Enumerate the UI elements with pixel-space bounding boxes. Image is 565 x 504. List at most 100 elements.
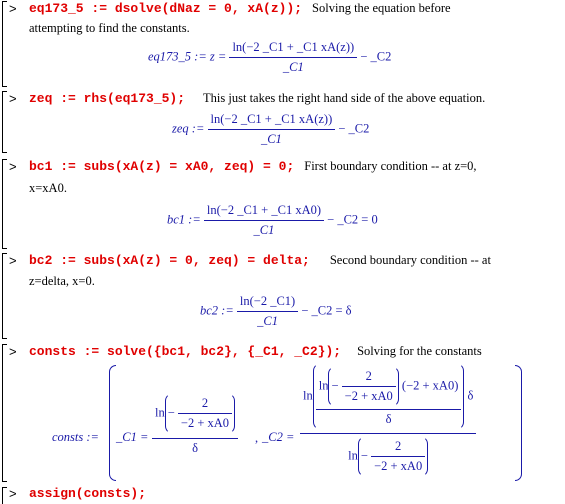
inner-numerator: ln− 2−2 + xA0 (−2 + xA0) bbox=[315, 366, 462, 410]
execution-group-bracket[interactable] bbox=[2, 253, 7, 339]
input-line[interactable]: consts := solve({bc1, bc2}, {_C1, _C2});… bbox=[29, 344, 482, 359]
output-tail: − _C2 = 0 bbox=[327, 212, 378, 227]
numerator: ln(−2 _C1 + _C1 xA(z)) bbox=[229, 40, 358, 58]
output-lhs: bc1 := bbox=[167, 212, 201, 227]
inner-numerator: 2 bbox=[371, 439, 426, 457]
comment-text: Solving for the constants bbox=[357, 344, 482, 358]
denominator: _C1 bbox=[260, 132, 282, 146]
comment-continuation: x=xA0. bbox=[29, 181, 67, 195]
fraction: ln(−2 _C1 + _C1 xA(z)) _C1 bbox=[207, 112, 336, 147]
comment-text: This just takes the right hand side of t… bbox=[203, 91, 486, 105]
c2-fraction: ln ln− 2−2 + xA0 (−2 + xA0) δ δ ln− bbox=[300, 363, 477, 477]
command-text[interactable]: eq173_5 := dsolve(dNaz = 0, xA(z)); bbox=[29, 1, 303, 16]
worksheet-block-6: > assign(consts); bbox=[0, 486, 565, 504]
execution-group-bracket[interactable] bbox=[2, 1, 7, 87]
c1-label: _C1 = bbox=[116, 430, 149, 444]
input-line[interactable]: bc1 := subs(xA(z) = xA0, zeq) = 0; First … bbox=[29, 159, 477, 174]
worksheet-block-2: > zeq := rhs(eq173_5); This just takes th… bbox=[0, 90, 565, 155]
worksheet-block-1: > eq173_5 := dsolve(dNaz = 0, xA(z)); Sol… bbox=[0, 0, 565, 88]
numerator: ln(−2 _C1 + _C1 xA0) bbox=[203, 203, 325, 221]
close-brace bbox=[515, 365, 522, 481]
worksheet-block-5: > consts := solve({bc1, bc2}, {_C1, _C2}… bbox=[0, 343, 565, 483]
command-text[interactable]: assign(consts); bbox=[29, 486, 147, 501]
output-lhs: zeq := bbox=[172, 121, 205, 136]
denominator: _C1 bbox=[257, 314, 278, 328]
comment-text: Second boundary condition -- at bbox=[329, 253, 491, 267]
output-math: eq173_5 := z = ln(−2 _C1 + _C1 xA(z)) _C1… bbox=[148, 40, 391, 75]
fraction: ln ln− 2−2 + xA0 (−2 + xA0) δ δ ln− bbox=[300, 363, 477, 477]
execution-group-bracket[interactable] bbox=[2, 344, 7, 482]
prompt: > bbox=[9, 486, 17, 501]
numerator: ln(−2 _C1) bbox=[236, 294, 299, 312]
prompt: > bbox=[9, 344, 17, 359]
ln-function: ln bbox=[303, 388, 313, 403]
inner-denominator: −2 + xA0 bbox=[344, 389, 393, 403]
ln-function: ln bbox=[318, 378, 329, 393]
denominator: ln− 2 −2 + xA0 bbox=[300, 434, 476, 477]
parenthesis: ln− 2−2 + xA0 (−2 + xA0) δ bbox=[312, 363, 465, 430]
delta: δ bbox=[467, 388, 474, 403]
numerator: ln(−2 _C1 + _C1 xA(z)) bbox=[207, 112, 336, 130]
worksheet-block-3: > bc1 := subs(xA(z) = xA0, zeq) = 0; Firs… bbox=[0, 158, 565, 250]
output-math: bc1 := ln(−2 _C1 + _C1 xA0) _C1 − _C2 = 0 bbox=[167, 203, 378, 238]
parenthesis: − 2−2 + xA0 bbox=[328, 366, 399, 407]
c1-fraction: ln− 2 −2 + xA0 δ bbox=[152, 393, 239, 456]
output-math: bc2 := ln(−2 _C1) _C1 − _C2 = δ bbox=[200, 294, 352, 329]
ln-function: ln bbox=[155, 405, 165, 420]
fraction: ln(−2 _C1) _C1 bbox=[236, 294, 299, 329]
output-lhs: consts := bbox=[52, 430, 99, 444]
inner-numerator: 2 bbox=[177, 396, 233, 414]
prompt: > bbox=[9, 159, 17, 174]
output-math: zeq := ln(−2 _C1 + _C1 xA(z)) _C1 − _C2 bbox=[172, 112, 369, 147]
input-line[interactable]: bc2 := subs(xA(z) = 0, zeq) = delta; Seco… bbox=[29, 253, 491, 268]
comment-continuation: z=delta, x=0. bbox=[29, 274, 95, 288]
execution-group-bracket[interactable] bbox=[2, 159, 7, 249]
parenthesis: − 2 −2 + xA0 bbox=[357, 436, 429, 477]
output-tail: − _C2 = δ bbox=[301, 303, 352, 318]
inner-fraction: 2 −2 + xA0 bbox=[371, 439, 426, 474]
input-line[interactable]: zeq := rhs(eq173_5); This just takes the … bbox=[29, 91, 485, 106]
separator: , bbox=[255, 431, 259, 445]
execution-group-bracket[interactable] bbox=[2, 91, 7, 153]
ln-function: ln bbox=[348, 448, 358, 463]
prompt: > bbox=[9, 91, 17, 106]
prompt: > bbox=[9, 253, 17, 268]
inner-fraction: 2 −2 + xA0 bbox=[177, 396, 233, 431]
fraction: ln(−2 _C1 + _C1 xA0) _C1 bbox=[203, 203, 325, 238]
inner-denominator: −2 + xA0 bbox=[374, 459, 423, 473]
parenthesis: − 2 −2 + xA0 bbox=[164, 393, 236, 434]
input-line[interactable]: eq173_5 := dsolve(dNaz = 0, xA(z)); Solvi… bbox=[29, 1, 451, 16]
denominator: _C1 bbox=[282, 60, 304, 74]
inner-fraction: 2 −2 + xA0 bbox=[341, 369, 396, 404]
output-tail: − _C2 bbox=[338, 121, 370, 136]
command-text[interactable]: bc2 := subs(xA(z) = 0, zeq) = delta; bbox=[29, 253, 310, 268]
denominator: δ bbox=[192, 441, 198, 455]
inner-numerator: 2 bbox=[341, 369, 396, 387]
c2-label: _C2 = bbox=[262, 430, 295, 444]
inner-denominator: −2 + xA0 bbox=[180, 416, 230, 430]
comment-continuation: attempting to find the constants. bbox=[29, 21, 190, 35]
command-text[interactable]: bc1 := subs(xA(z) = xA0, zeq) = 0; bbox=[29, 159, 295, 174]
inner-fraction: ln− 2−2 + xA0 (−2 + xA0) δ bbox=[315, 366, 462, 427]
input-line[interactable]: assign(consts); bbox=[29, 486, 146, 501]
output-lhs: eq173_5 := z = bbox=[148, 49, 227, 64]
prompt: > bbox=[9, 1, 17, 16]
output-tail: − _C2 bbox=[360, 49, 392, 64]
output-lhs: bc2 := bbox=[200, 303, 234, 318]
minus-sign: − bbox=[360, 448, 368, 463]
execution-group-bracket[interactable] bbox=[2, 487, 7, 504]
open-brace bbox=[109, 365, 116, 481]
fraction: ln(−2 _C1 + _C1 xA(z)) _C1 bbox=[229, 40, 358, 75]
command-text[interactable]: consts := solve({bc1, bc2}, {_C1, _C2}); bbox=[29, 344, 342, 359]
worksheet-block-4: > bc2 := subs(xA(z) = 0, zeq) = delta; Se… bbox=[0, 252, 565, 340]
factor: (−2 + xA0) bbox=[401, 378, 459, 393]
comment-text: Solving the equation before bbox=[312, 1, 451, 15]
comment-text: First boundary condition -- at z=0, bbox=[304, 159, 477, 173]
denominator: _C1 bbox=[253, 223, 275, 237]
command-text[interactable]: zeq := rhs(eq173_5); bbox=[29, 91, 186, 106]
inner-denominator: δ bbox=[385, 412, 392, 426]
fraction: ln− 2 −2 + xA0 δ bbox=[152, 393, 239, 456]
numerator: ln− 2 −2 + xA0 bbox=[152, 393, 239, 439]
minus-sign: − bbox=[167, 405, 175, 420]
numerator: ln ln− 2−2 + xA0 (−2 + xA0) δ δ bbox=[300, 363, 477, 434]
